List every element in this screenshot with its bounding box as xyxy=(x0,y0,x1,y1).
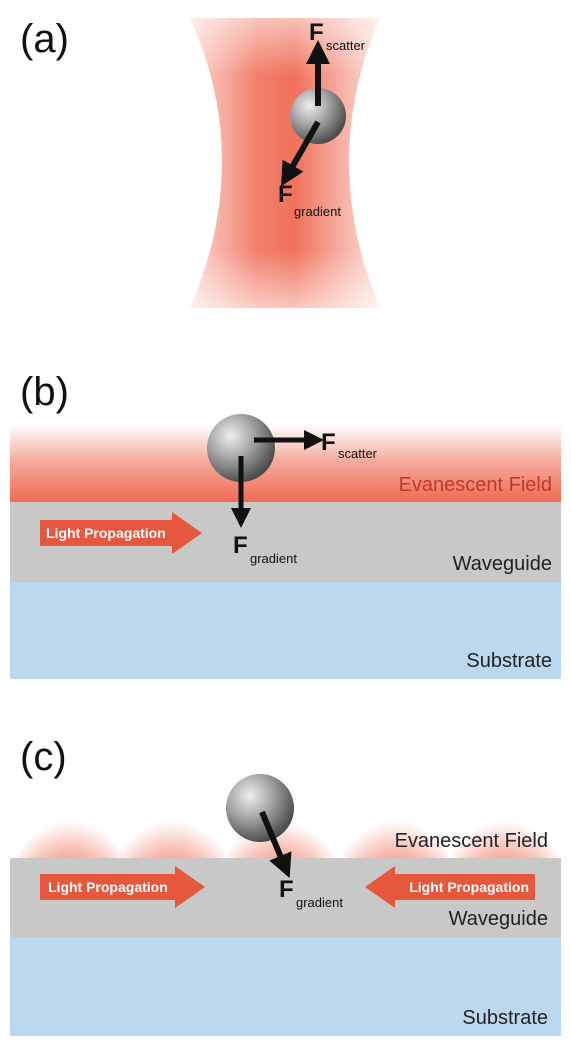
evanescent-field-label-c: Evanescent Field xyxy=(395,830,548,852)
panel-b: (b) Evanescent Field Waveguide Substrate… xyxy=(10,370,561,679)
trapped-particle-b xyxy=(207,414,275,482)
svg-text:scatter: scatter xyxy=(326,38,366,53)
svg-text:F: F xyxy=(278,181,293,208)
light-propagation-arrow-c-left: Light Propagation xyxy=(40,866,205,908)
substrate-b xyxy=(10,582,561,679)
waveguide-label-b: Waveguide xyxy=(453,553,552,575)
substrate-label-b: Substrate xyxy=(466,650,552,672)
svg-text:Light Propagation: Light Propagation xyxy=(409,879,529,895)
f-scatter-label-a: F scatter xyxy=(309,19,366,53)
svg-text:scatter: scatter xyxy=(338,446,378,461)
svg-text:F: F xyxy=(279,876,294,903)
panel-a-label: (a) xyxy=(20,17,69,61)
panel-b-label: (b) xyxy=(20,370,69,414)
waveguide-label-c: Waveguide xyxy=(449,908,548,930)
f-gradient-label-a: F gradient xyxy=(278,181,341,219)
f-gradient-label-b: F gradient xyxy=(233,532,297,566)
f-gradient-arrow-c xyxy=(259,810,292,879)
trapped-particle-a xyxy=(290,88,346,144)
panel-a: (a) F scatter F gradient xyxy=(20,17,380,308)
light-propagation-arrow-b: Light Propagation xyxy=(40,512,202,554)
focused-laser-beam xyxy=(190,18,380,308)
svg-text:F: F xyxy=(309,19,324,46)
svg-text:gradient: gradient xyxy=(296,895,343,910)
substrate-c xyxy=(10,938,561,1036)
svg-text:F: F xyxy=(233,532,248,559)
f-gradient-arrow-a xyxy=(281,120,321,187)
panel-c-label: (c) xyxy=(20,735,67,779)
substrate-label-c: Substrate xyxy=(462,1007,548,1029)
svg-text:gradient: gradient xyxy=(294,204,341,219)
svg-text:gradient: gradient xyxy=(250,551,297,566)
f-scatter-label-b: F scatter xyxy=(321,429,378,461)
trapped-particle-c xyxy=(226,774,294,842)
panel-c: (c) Evanescent Field Waveguide Substrate… xyxy=(10,735,561,1036)
svg-text:F: F xyxy=(321,429,336,456)
evanescent-field-label-b: Evanescent Field xyxy=(399,474,552,496)
f-gradient-label-c: F gradient xyxy=(279,876,343,910)
svg-text:Light Propagation: Light Propagation xyxy=(46,525,166,541)
light-propagation-arrow-c-right: Light Propagation xyxy=(365,866,535,908)
svg-text:Light Propagation: Light Propagation xyxy=(48,879,168,895)
